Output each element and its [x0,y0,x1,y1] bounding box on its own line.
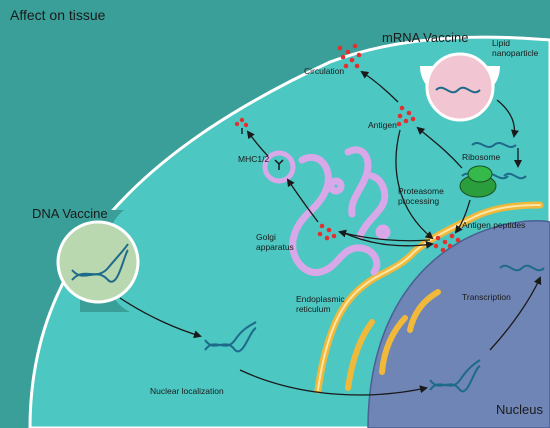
arrow-mhc-to-surface [246,130,269,157]
antigen-cluster-circulation [337,43,362,69]
arrow-antigen-to-circulation [360,70,399,103]
nucleus [367,220,550,428]
label-dna-vaccine: DNA Vaccine [32,206,108,221]
arrow-ribosome-to-antigen [416,126,463,169]
secreted-mhc [234,117,249,134]
antigen-cluster [396,105,416,127]
label-mrna-vaccine: mRNA Vaccine [382,30,468,45]
arrow-dna-vaccine-to-cytoplasm [119,297,202,339]
antigen-peptides-cluster [433,233,461,253]
arrow-antigen-to-proteasome [395,129,434,240]
arrow-peptides-golgi [338,229,431,242]
label-nuclear-localization: Nuclear localization [150,386,224,396]
dna-helix-icon [204,321,257,353]
mrna-strand-icon [503,172,527,180]
label-mhc: MHC1/2 [238,154,269,164]
ribosome-icon [459,165,497,198]
golgi-apparatus [289,146,391,276]
arrow-nuclear-localization [239,369,428,396]
mrna-strand-icon [435,86,481,94]
dna-helix-icon [429,359,481,393]
arrow-lnp-to-cytoplasm [496,99,519,138]
label-ribosome: Ribosome [462,152,501,162]
arrow-transcription [489,276,542,351]
antigen-cluster-golgi [317,223,337,241]
label-nucleus: Nucleus [496,402,543,417]
label-antigen: Antigen [368,120,397,130]
dna-helix-icon [71,243,129,283]
dna-vaccine-vesicle [56,220,140,304]
arrow-ribosome-to-peptides [454,199,471,234]
label-transcription: Transcription [462,292,511,302]
arrow-golgi-to-mhc [286,178,319,223]
endoplasmic-reticulum [314,201,544,394]
mhc-molecule-icon [274,159,284,170]
arrow-golgi-peptides [341,231,434,249]
label-circulation: Circulation [304,66,344,76]
label-antigen-peptides: Antigen peptides [462,220,525,230]
mrna-strand-icon [499,264,545,272]
mrna-strand-icon [471,142,517,148]
lipid-nanoparticle [425,52,495,122]
diagram-title: Affect on tissue [10,7,106,23]
